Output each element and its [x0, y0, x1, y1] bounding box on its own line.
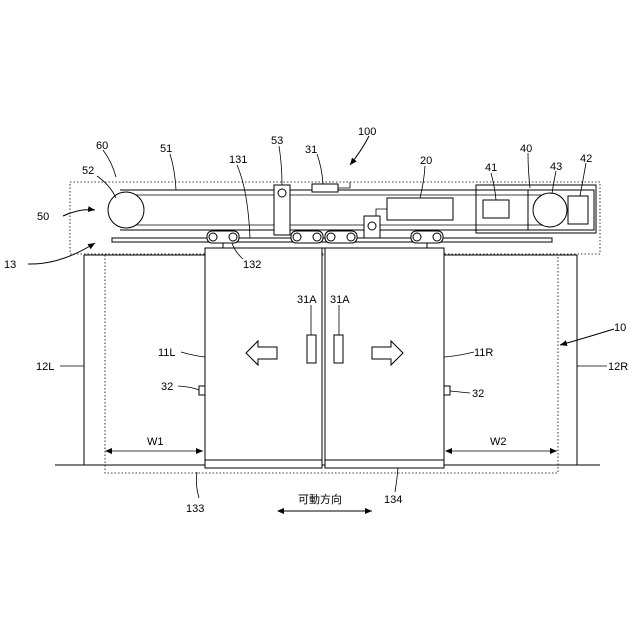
label-42: 42: [580, 153, 592, 165]
component-41: [483, 200, 509, 218]
label-11R: 11R: [474, 347, 493, 359]
label-31A-right: 31A: [330, 294, 350, 306]
label-132: 132: [243, 259, 261, 271]
threshold-133: [205, 460, 322, 468]
label-51: 51: [160, 143, 172, 155]
sensor-31-wire: [338, 182, 350, 188]
label-43: 43: [550, 161, 562, 173]
label-50: 50: [37, 211, 49, 223]
label-12R: 12R: [608, 361, 628, 373]
sensor-31: [312, 184, 338, 192]
label-W1: W1: [147, 436, 164, 448]
label-31: 31: [305, 144, 317, 156]
label-W2: W2: [490, 436, 507, 448]
label-13: 13: [4, 259, 16, 271]
label-53: 53: [271, 135, 283, 147]
label-32-right: 32: [472, 388, 484, 400]
clamp-pin-right: [368, 222, 376, 230]
threshold-134: [325, 460, 444, 468]
label-60: 60: [96, 140, 108, 152]
label-41: 41: [485, 162, 497, 174]
pulley-52: [108, 192, 144, 228]
label-32-left: 32: [161, 381, 173, 393]
clamp-pin-53: [278, 189, 286, 197]
label-11L: 11L: [158, 347, 176, 359]
sensor-31A-right: [334, 335, 343, 363]
drive-pulley-43: [533, 193, 567, 227]
sensor-32-right: [444, 386, 450, 395]
label-40: 40: [520, 143, 532, 155]
label-31A-left: 31A: [297, 294, 317, 306]
label-20: 20: [420, 155, 432, 167]
label-10: 10: [614, 322, 626, 334]
label-12L: 12L: [36, 361, 54, 373]
label-133: 133: [186, 503, 204, 515]
controller-20: [387, 198, 453, 220]
caption-movable-direction: 可動方向: [298, 492, 342, 506]
label-100: 100: [358, 126, 376, 138]
sensor-31A-left: [307, 335, 316, 363]
sensor-32-left: [199, 386, 205, 395]
component-42: [568, 196, 588, 224]
label-52: 52: [82, 165, 94, 177]
label-131: 131: [229, 154, 247, 166]
label-134: 134: [384, 494, 402, 506]
